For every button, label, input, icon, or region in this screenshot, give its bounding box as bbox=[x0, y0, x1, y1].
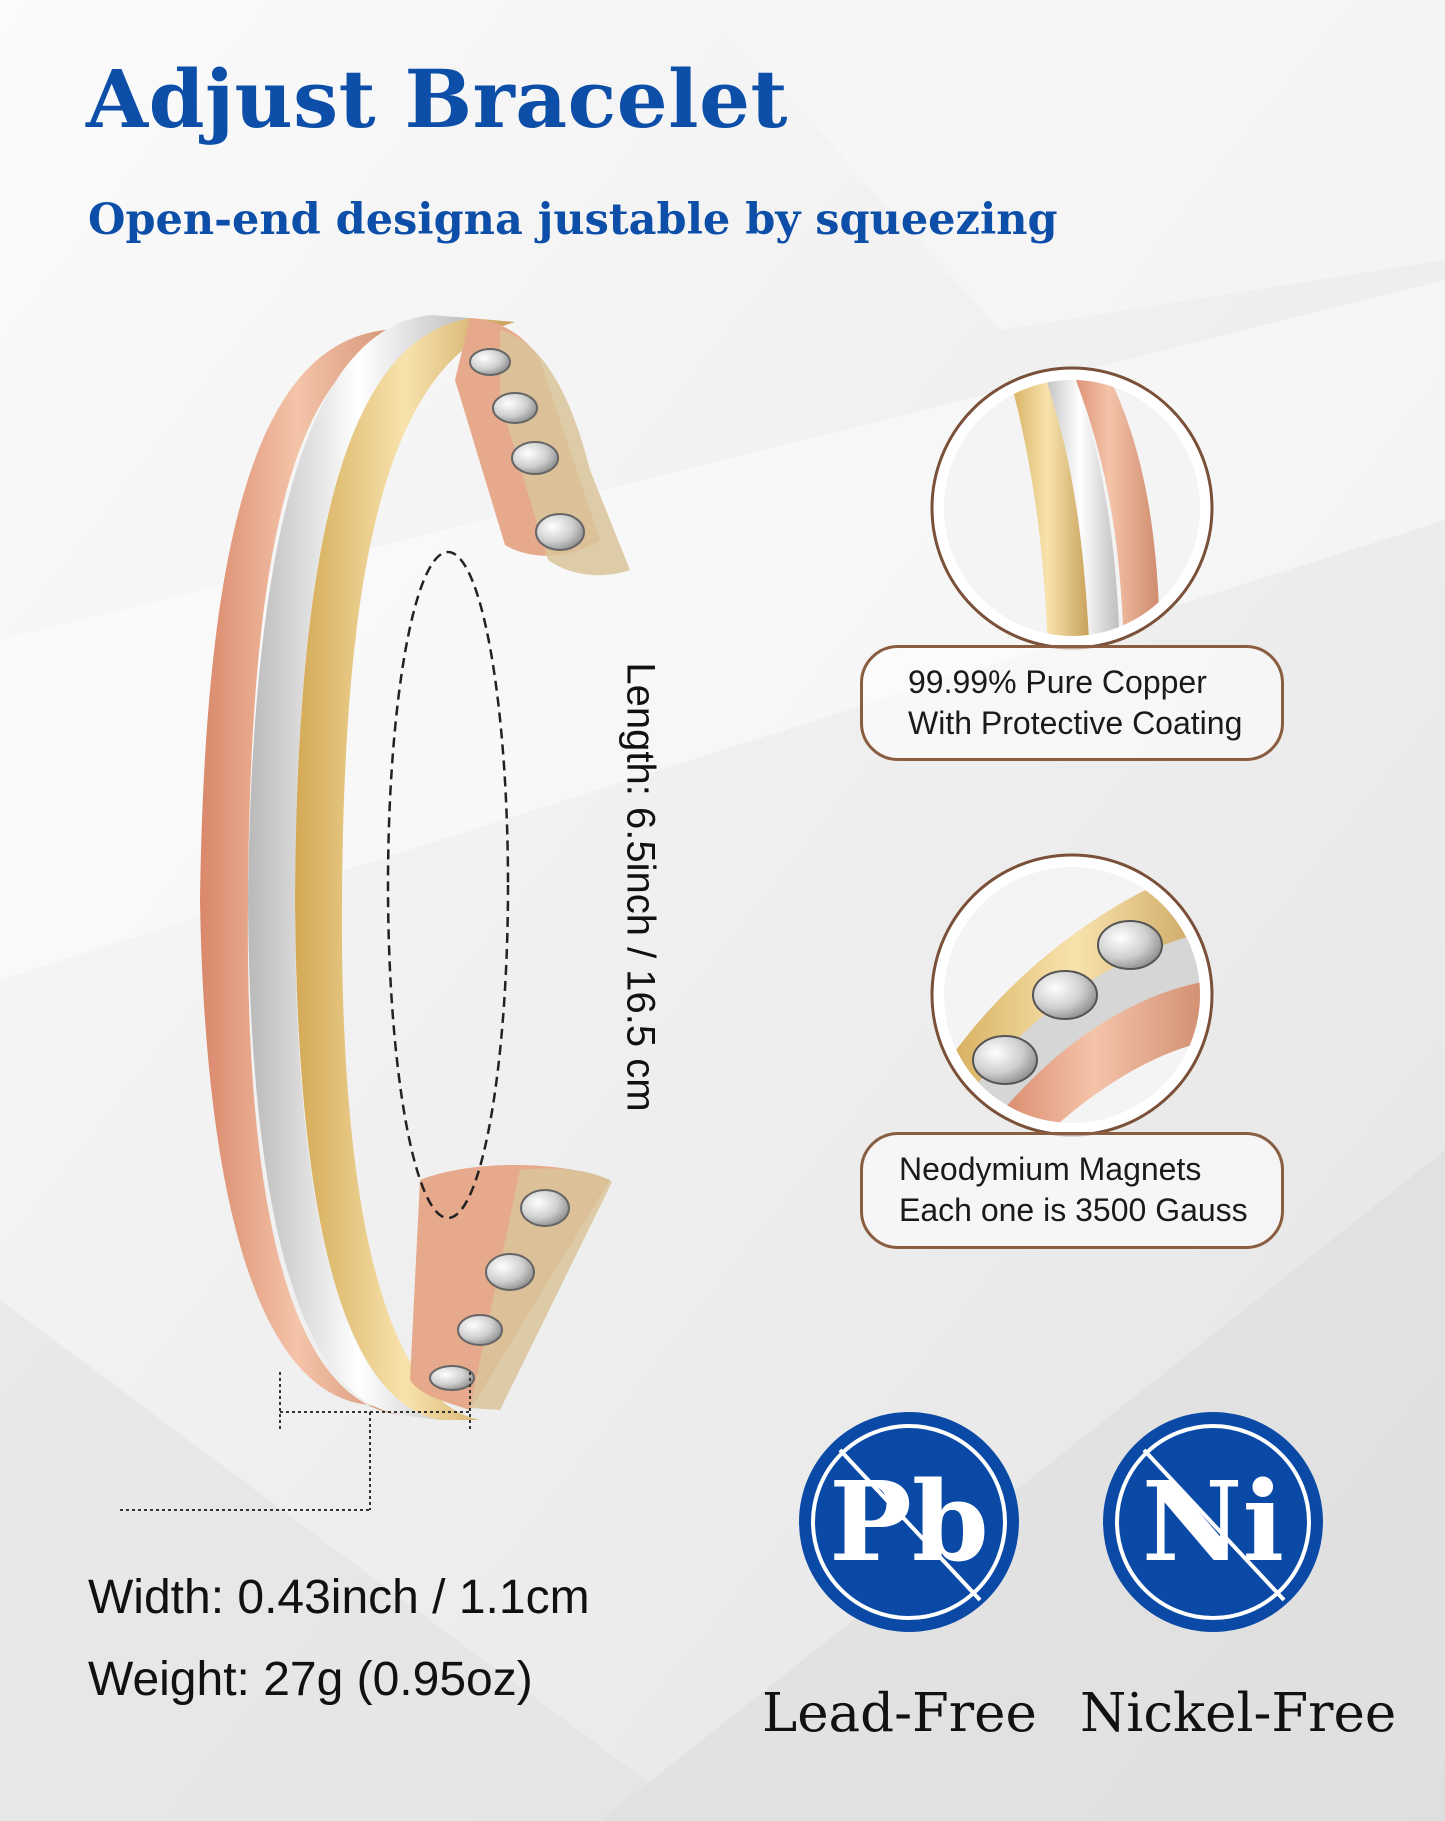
length-guide bbox=[386, 550, 510, 1220]
magnets-callout-line1: Neodymium Magnets bbox=[899, 1151, 1202, 1187]
magnet-detail-circle bbox=[930, 853, 1214, 1137]
nickel-free-icon: Ni bbox=[1103, 1412, 1323, 1632]
nickel-free-caption: Nickel-Free bbox=[1080, 1683, 1397, 1744]
lead-free-icon: Pb bbox=[799, 1412, 1019, 1632]
width-guide bbox=[120, 1372, 471, 1511]
width-spec: Width: 0.43inch / 1.1cm bbox=[88, 1571, 590, 1624]
nickel-badge-symbol: Ni bbox=[1142, 1457, 1284, 1586]
lead-badge-symbol: Pb bbox=[829, 1457, 989, 1586]
weight-spec: Weight: 27g (0.95oz) bbox=[88, 1653, 533, 1706]
copper-callout: 99.99% Pure Copper With Protective Coati… bbox=[860, 645, 1284, 761]
magnets-callout: Neodymium Magnets Each one is 3500 Gauss bbox=[860, 1132, 1284, 1249]
page-title: Adjust Bracelet bbox=[86, 52, 788, 146]
page-subtitle: Open-end designa justable by squeezing bbox=[88, 195, 1058, 245]
copper-callout-line1: 99.99% Pure Copper bbox=[908, 664, 1207, 700]
copper-detail-circle bbox=[930, 366, 1214, 650]
magnets-callout-line2: Each one is 3500 Gauss bbox=[899, 1192, 1248, 1228]
copper-callout-line2: With Protective Coating bbox=[908, 705, 1243, 741]
length-label: Length: 6.5inch / 16.5 cm bbox=[618, 662, 663, 1112]
cuff-bracelet bbox=[200, 315, 630, 1420]
lead-free-caption: Lead-Free bbox=[762, 1683, 1037, 1744]
